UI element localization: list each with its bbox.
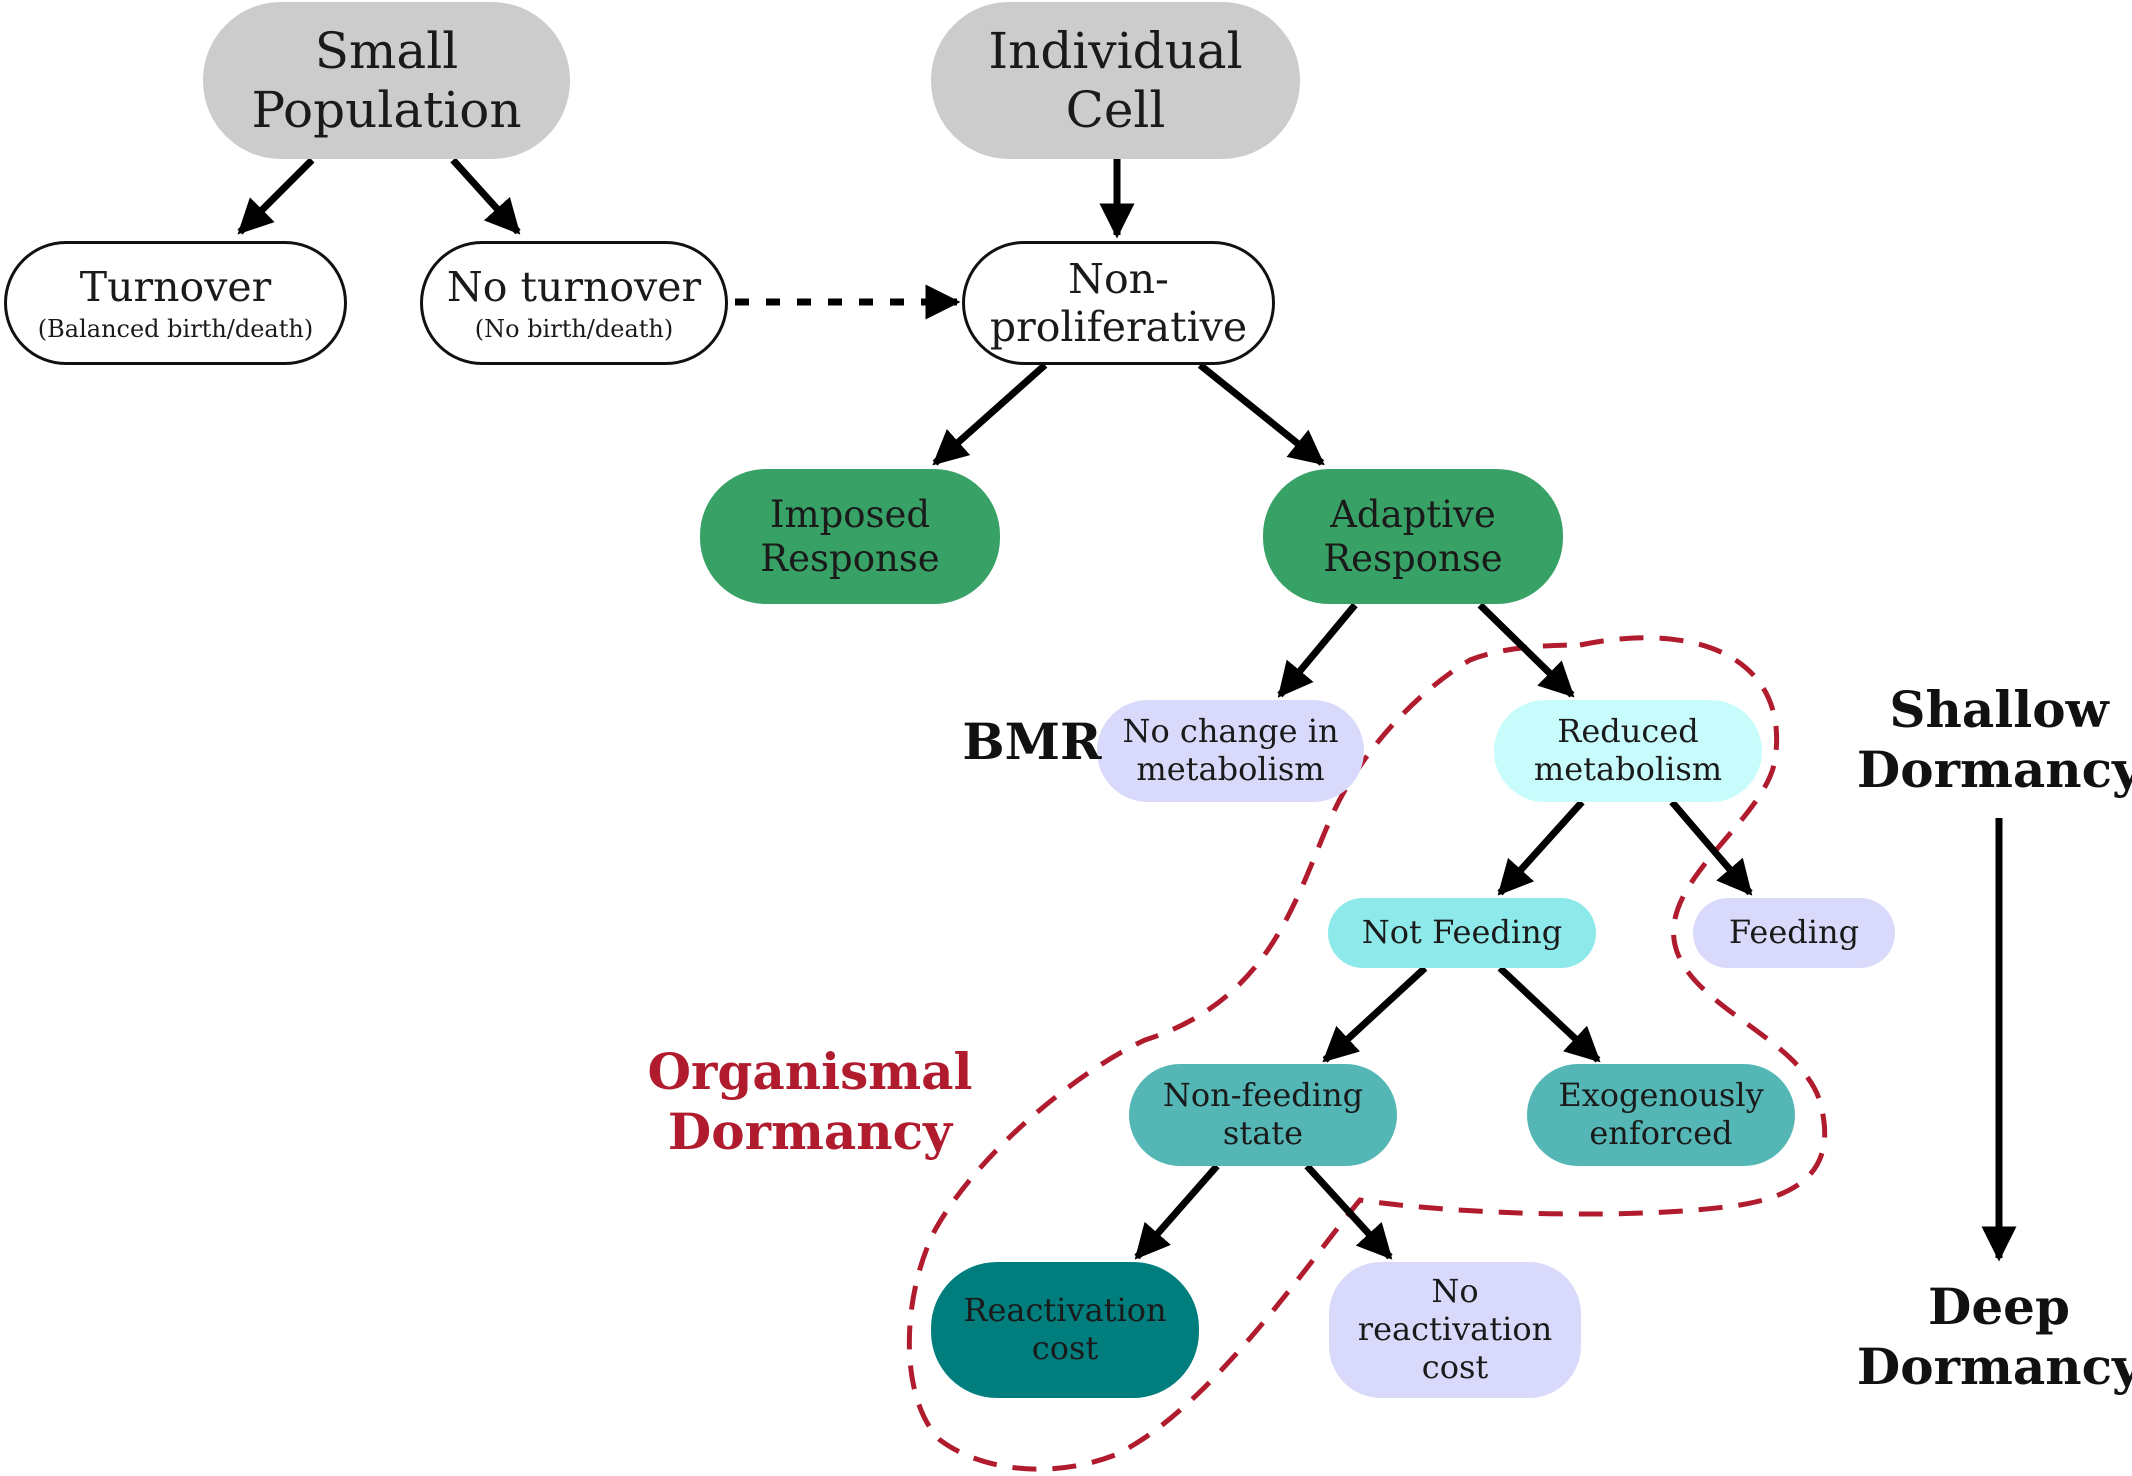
- arrow-adaptive-to-no-change: [1277, 602, 1358, 698]
- node-exogenously-enforced-line2: enforced: [1589, 1114, 1733, 1152]
- node-feeding: Feeding: [1693, 898, 1895, 968]
- node-turnover-line1: Turnover: [79, 262, 272, 311]
- node-no-reactivation-cost-line3: cost: [1421, 1347, 1489, 1386]
- node-imposed-response: Imposed Response: [700, 469, 1000, 604]
- node-reactivation-cost-line2: cost: [1031, 1329, 1099, 1367]
- node-small-population-line1: Small: [314, 21, 459, 80]
- node-adaptive-response: Adaptive Response: [1263, 469, 1563, 604]
- label-deep-dormancy-line1: Deep: [1928, 1277, 2070, 1336]
- node-no-reactivation-cost-line1: No: [1431, 1272, 1479, 1311]
- arrow-non-proliferative-to-adaptive: [1197, 362, 1325, 466]
- label-deep-dormancy-line2: Dormancy: [1856, 1337, 2132, 1396]
- node-reduced-metabolism-line2: metabolism: [1533, 750, 1723, 788]
- node-exogenously-enforced-line1: Exogenously: [1558, 1076, 1764, 1115]
- node-non-proliferative-line1: Non-: [1068, 254, 1169, 303]
- node-non-feeding-state-line2: state: [1222, 1114, 1304, 1152]
- node-adaptive-response-line2: Response: [1323, 536, 1503, 580]
- arrow-non-proliferative-to-imposed: [932, 362, 1048, 466]
- label-organismal-dormancy: Organismal Dormancy: [640, 1042, 980, 1162]
- arrow-non-feeding-state-to-no-reactivation-cost: [1304, 1163, 1393, 1260]
- organismal-dormancy-outline: [906, 635, 1828, 1472]
- node-small-population-line2: Population: [251, 80, 522, 139]
- label-shallow-dormancy-line1: Shallow: [1889, 680, 2109, 739]
- node-adaptive-response-line1: Adaptive: [1330, 492, 1496, 536]
- node-no-reactivation-cost-line2: reactivation: [1357, 1310, 1553, 1349]
- node-reduced-metabolism-line1: Reduced: [1557, 712, 1699, 751]
- label-bmr: BMR: [962, 712, 1102, 771]
- node-individual-cell-line1: Individual: [988, 21, 1243, 80]
- arrow-small-population-to-no-turnover: [450, 157, 521, 235]
- arrow-reduced-to-not-feeding: [1497, 799, 1585, 896]
- node-no-turnover-line1: No turnover: [446, 262, 702, 311]
- node-not-feeding: Not Feeding: [1328, 898, 1596, 968]
- node-reactivation-cost-line1: Reactivation: [963, 1291, 1167, 1330]
- label-shallow-dormancy-line2: Dormancy: [1856, 740, 2132, 799]
- node-no-change-line2: metabolism: [1136, 750, 1325, 788]
- node-non-feeding-state: Non-feeding state: [1129, 1064, 1397, 1166]
- label-shallow-dormancy: Shallow Dormancy: [1854, 680, 2132, 800]
- node-imposed-response-line1: Imposed: [769, 492, 931, 536]
- node-no-turnover: No turnover (No birth/death): [420, 241, 728, 365]
- node-no-turnover-line2: (No birth/death): [474, 315, 674, 344]
- arrow-not-feeding-to-non-feeding-state: [1322, 965, 1428, 1063]
- node-non-proliferative: Non- proliferative: [962, 241, 1275, 365]
- node-turnover: Turnover (Balanced birth/death): [4, 241, 347, 365]
- node-no-change-line1: No change in: [1122, 712, 1339, 751]
- node-small-population: Small Population: [203, 2, 570, 159]
- node-feeding-line1: Feeding: [1728, 913, 1860, 952]
- label-deep-dormancy: Deep Dormancy: [1854, 1277, 2132, 1397]
- node-exogenously-enforced: Exogenously enforced: [1527, 1064, 1795, 1166]
- node-non-feeding-state-line1: Non-feeding: [1162, 1076, 1364, 1115]
- node-individual-cell-line2: Cell: [1065, 80, 1166, 139]
- label-organismal-dormancy-line2: Dormancy: [667, 1102, 953, 1161]
- node-no-reactivation-cost: No reactivation cost: [1329, 1262, 1581, 1398]
- node-imposed-response-line2: Response: [760, 536, 940, 580]
- node-individual-cell: Individual Cell: [931, 2, 1300, 159]
- node-no-change-in-metabolism: No change in metabolism: [1097, 700, 1364, 802]
- node-non-proliferative-line2: proliferative: [989, 303, 1248, 351]
- arrow-adaptive-to-reduced: [1477, 602, 1575, 698]
- arrow-non-feeding-state-to-reactivation-cost: [1134, 1163, 1220, 1260]
- arrow-small-population-to-turnover: [237, 157, 315, 235]
- node-turnover-line2: (Balanced birth/death): [37, 315, 314, 344]
- node-reactivation-cost: Reactivation cost: [931, 1262, 1199, 1398]
- arrow-reduced-to-feeding: [1669, 799, 1753, 896]
- node-reduced-metabolism: Reduced metabolism: [1494, 700, 1762, 802]
- label-organismal-dormancy-line1: Organismal: [647, 1042, 973, 1101]
- arrow-not-feeding-to-exogenously-enforced: [1497, 965, 1601, 1063]
- node-not-feeding-line1: Not Feeding: [1361, 913, 1563, 952]
